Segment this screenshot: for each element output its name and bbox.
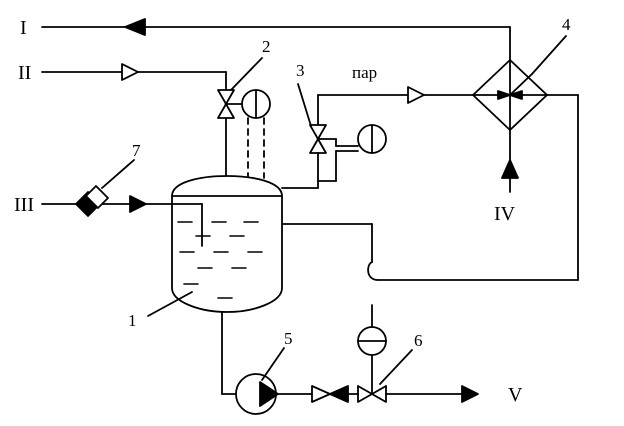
stream-ii-label: II	[18, 62, 31, 84]
stream-iii-arrow	[129, 195, 147, 213]
signal-dashed-2	[247, 117, 265, 179]
leader-7	[101, 159, 135, 189]
label-2: 2	[262, 37, 271, 56]
stream-i-line	[41, 26, 511, 61]
stream-v-arrow	[461, 385, 479, 403]
valve-2	[217, 89, 243, 119]
stream-ii-arrow	[121, 63, 139, 81]
pump-5	[235, 373, 279, 415]
label-7: 7	[132, 141, 141, 160]
label-5: 5	[284, 329, 293, 348]
heat-exchanger-4	[472, 59, 548, 131]
leader-2	[230, 57, 263, 91]
stream-iv-label: IV	[494, 203, 516, 225]
leader-5	[261, 347, 285, 381]
steam-line	[317, 94, 474, 126]
label-3: 3	[296, 61, 305, 80]
stream-i-arrow	[124, 18, 146, 36]
label-4: 4	[562, 15, 571, 34]
return-loop	[281, 94, 579, 281]
stream-i-label: I	[20, 17, 27, 39]
steam-arrow	[407, 86, 425, 104]
stream-iii-label: III	[14, 194, 34, 216]
stream-iii-line	[41, 203, 203, 247]
valve-3	[309, 124, 337, 154]
leader-3	[297, 83, 312, 127]
valve-3-outlet	[281, 152, 337, 189]
valve-6	[357, 355, 387, 403]
leader-4	[531, 35, 567, 75]
vessel-1	[171, 175, 283, 313]
leader-6	[379, 349, 413, 385]
stream-v-label: V	[508, 384, 523, 406]
leader-1	[147, 291, 193, 317]
vessel-outlet	[221, 311, 237, 395]
check-valve	[311, 385, 349, 403]
steam-label: пар	[352, 63, 377, 82]
filter-7	[75, 185, 109, 217]
controller-6	[357, 304, 387, 356]
label-1: 1	[128, 311, 137, 330]
controller-3	[335, 124, 387, 182]
liquid-level	[177, 221, 263, 299]
label-6: 6	[414, 331, 423, 350]
stream-iv-arrow	[501, 159, 519, 179]
controller-2	[241, 89, 271, 119]
